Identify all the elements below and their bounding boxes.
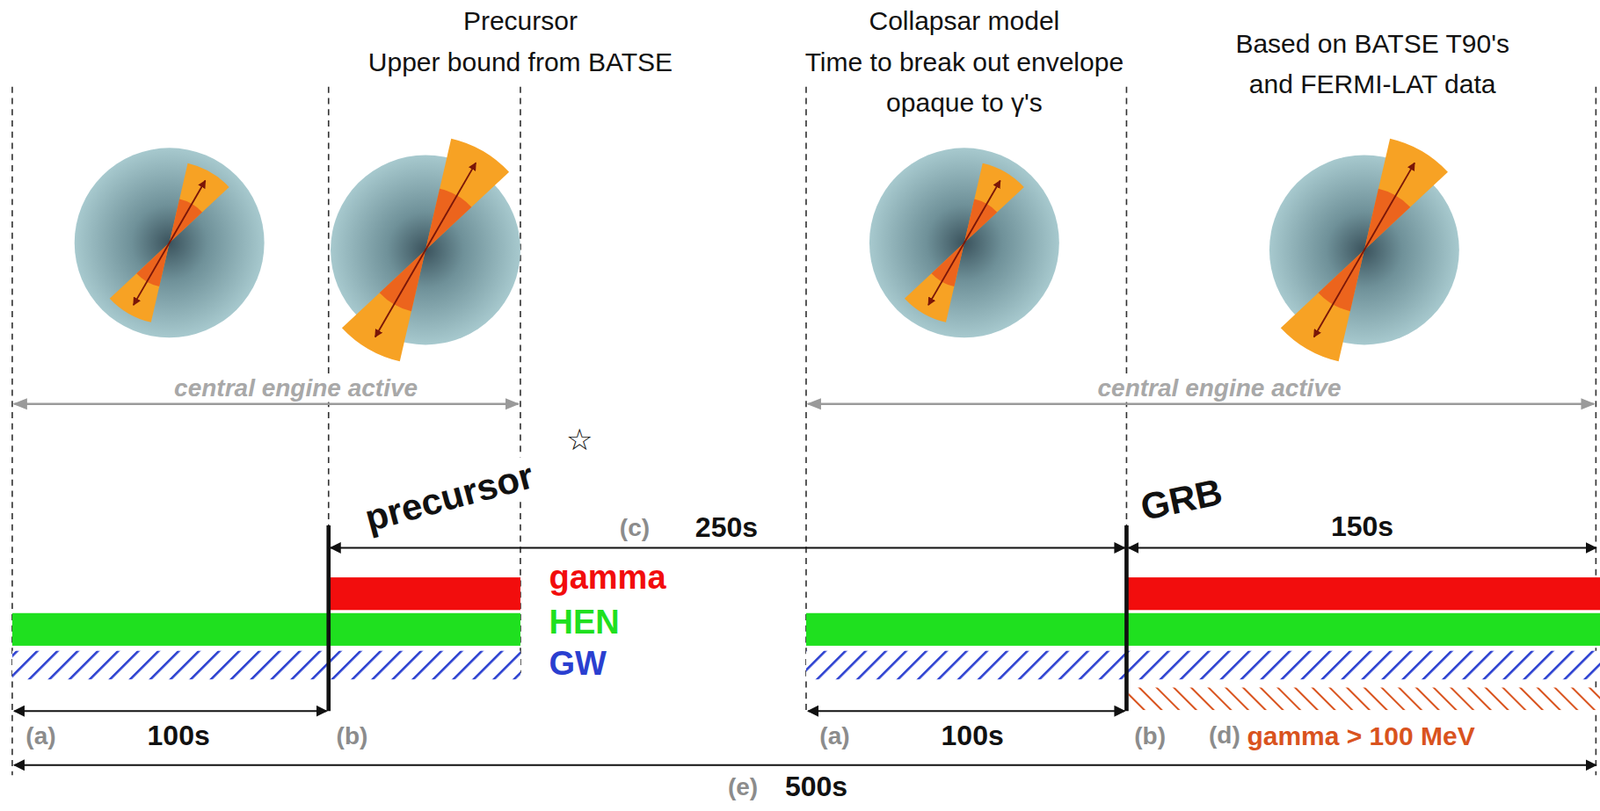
star-envelope <box>74 147 265 338</box>
jet-core <box>136 242 169 287</box>
trigger-line <box>326 525 331 712</box>
jet-core <box>169 199 203 244</box>
header-text: Collapsar model <box>868 6 1060 36</box>
duration-label: 150s <box>1330 511 1394 543</box>
duration-label: 250s <box>695 513 758 545</box>
dimension-arrow <box>14 710 327 713</box>
callout-letter: (a) <box>25 723 56 751</box>
callout-letter: (e) <box>727 774 758 802</box>
emission-bars <box>12 577 1600 711</box>
gamma-bar <box>328 577 521 611</box>
jets <box>109 138 1448 362</box>
duration-label: 500s <box>785 771 848 803</box>
trigger-line <box>1124 525 1129 712</box>
callout-letter: (a) <box>819 723 850 751</box>
guide-line <box>327 87 330 526</box>
channel-label: GW <box>548 646 606 684</box>
dimension-arrow <box>1128 547 1597 550</box>
engine-label: central engine active <box>170 375 422 403</box>
engine-arrow <box>14 403 518 406</box>
jet-cone <box>964 163 1025 243</box>
jet-axis <box>928 181 1001 306</box>
dimension-arrow <box>807 710 1125 713</box>
phase-label: GRB <box>1137 471 1227 529</box>
star-mark: ☆ <box>566 424 593 458</box>
high-energy-bar <box>1128 688 1600 712</box>
dimension-arrows <box>14 547 1596 765</box>
jet-axis <box>375 162 476 337</box>
engine-arrows <box>14 403 1594 406</box>
collapsar-illustrations <box>74 147 1460 345</box>
trigger-lines <box>328 525 1128 712</box>
neutrino-bar <box>806 613 1600 647</box>
callout-letter: (b) <box>336 723 369 751</box>
header-text: Time to break out envelope <box>805 46 1124 76</box>
jet-core <box>1364 189 1411 251</box>
gamma-bar <box>1126 577 1600 611</box>
jet-axis <box>1314 162 1415 337</box>
duration-label: 100s <box>147 720 211 752</box>
jet-cone <box>904 242 965 323</box>
jet-cone <box>1364 138 1448 251</box>
gw-bar <box>12 651 521 681</box>
header-text: opaque to γ's <box>886 87 1043 117</box>
jet-core <box>425 189 472 251</box>
channel-label: HEN <box>548 604 619 642</box>
guide-line <box>1126 87 1128 526</box>
jet-core <box>964 199 997 244</box>
dimension-arrow <box>330 547 1125 550</box>
header-text: Based on BATSE T90's <box>1235 28 1509 58</box>
jet-core <box>1318 249 1365 312</box>
engine-label: central engine active <box>1094 375 1346 403</box>
callout-letter: (b) <box>1134 723 1166 751</box>
jet-cone <box>1280 249 1365 362</box>
star-envelope <box>869 147 1060 338</box>
gw-bar <box>806 651 1600 681</box>
jet-axis <box>133 181 206 306</box>
energy-label: gamma > 100 MeV <box>1246 720 1475 750</box>
jet-cone <box>341 249 426 362</box>
header-text: Upper bound from BATSE <box>368 46 673 76</box>
header-text: and FERMI-LAT data <box>1249 69 1497 99</box>
neutrino-bar <box>12 613 521 647</box>
callout-letter: (d) <box>1208 721 1241 750</box>
jet-cone <box>425 138 510 251</box>
header-text: Precursor <box>463 6 578 36</box>
phase-label: precursor <box>356 455 541 541</box>
jet-cone <box>109 242 170 323</box>
jet-core <box>379 249 426 312</box>
channel-label: gamma <box>548 560 666 597</box>
jet-cone <box>169 163 230 243</box>
engine-arrow <box>807 403 1594 406</box>
dimension-arrow <box>14 764 1596 767</box>
callout-letter: (c) <box>619 515 650 543</box>
jet-core <box>931 242 965 287</box>
duration-label: 100s <box>941 720 1004 752</box>
